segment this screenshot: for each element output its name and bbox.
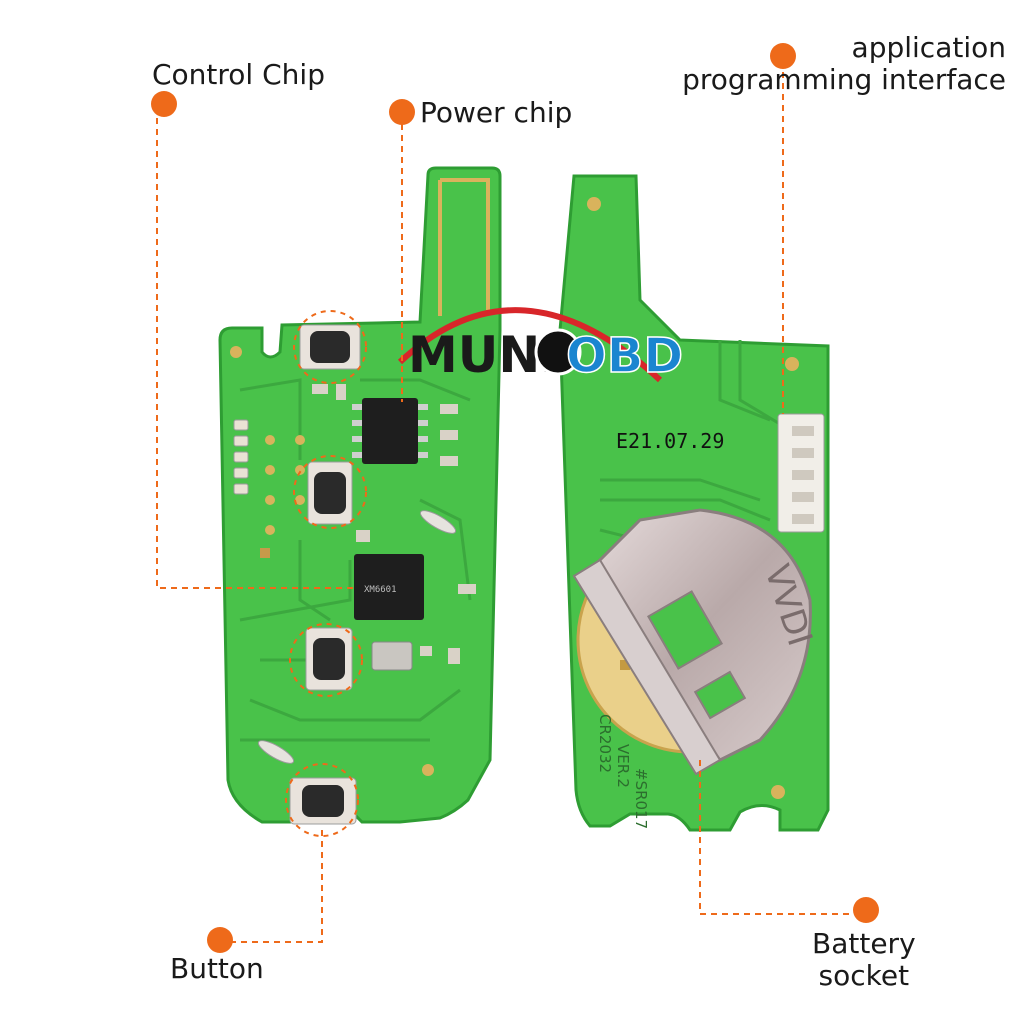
power-chip — [352, 398, 428, 464]
label-api: application programming interface — [682, 32, 1006, 96]
model-text: #SR017 — [632, 768, 650, 829]
label-api-line2: programming interface — [682, 63, 1006, 96]
battery-holder: VVDI — [572, 508, 820, 776]
pin-pads — [233, 419, 249, 495]
tactile-button — [305, 627, 353, 691]
api-connector — [777, 413, 825, 533]
callout-lines — [156, 72, 858, 943]
control-chip-marking: XM6601 — [364, 585, 397, 595]
front-pcb-board — [218, 166, 502, 824]
tactile-button — [299, 324, 361, 370]
callout-dot-control-chip — [151, 91, 177, 117]
highlight-button-1 — [293, 310, 367, 384]
callout-dot-button — [207, 927, 233, 953]
tactile-button — [307, 461, 353, 525]
mounting-hole — [587, 197, 601, 211]
label-power-chip: Power chip — [420, 96, 573, 129]
label-api-line1: application — [851, 31, 1006, 64]
mounting-hole — [785, 357, 799, 371]
antenna-trace — [438, 178, 490, 316]
callout-button-line — [232, 830, 323, 943]
version-text: VER.2 — [614, 744, 632, 788]
mounting-hole — [771, 785, 785, 799]
callout-dot-power-chip — [389, 99, 415, 125]
highlight-button-4 — [285, 763, 359, 837]
callout-dot-battery — [853, 897, 879, 923]
logo-text-part2: OBD — [566, 328, 683, 384]
callout-control-chip-line — [156, 118, 354, 589]
mounting-hole — [230, 346, 242, 358]
callout-dots — [151, 43, 879, 953]
highlight-button-3 — [289, 623, 363, 697]
callout-battery-line — [699, 760, 858, 915]
callout-dot-api — [770, 43, 796, 69]
label-button: Button — [170, 952, 264, 985]
battery-model-text: CR2032 — [596, 714, 614, 773]
logo-swoosh — [397, 307, 663, 383]
front-pcb: XM6601 — [218, 166, 502, 825]
highlight-button-2 — [293, 455, 367, 529]
smd-components — [257, 384, 476, 764]
brand-logo: MUND OBD — [397, 307, 684, 385]
callout-circles — [285, 310, 367, 837]
vias — [265, 435, 305, 535]
label-battery-line2: socket — [818, 959, 910, 992]
label-control-chip: Control Chip — [152, 58, 325, 91]
control-chip: XM6601 — [354, 554, 424, 620]
back-pcb: E21.07.29 VVDI CR2032 VER.2 # — [558, 174, 830, 832]
mounting-hole — [422, 764, 434, 776]
date-code: E21.07.29 — [616, 429, 724, 453]
tactile-button — [289, 777, 357, 825]
logo-globe — [534, 328, 582, 376]
label-battery-line1: Battery — [812, 927, 916, 960]
label-battery-socket: Battery socket — [812, 928, 916, 992]
